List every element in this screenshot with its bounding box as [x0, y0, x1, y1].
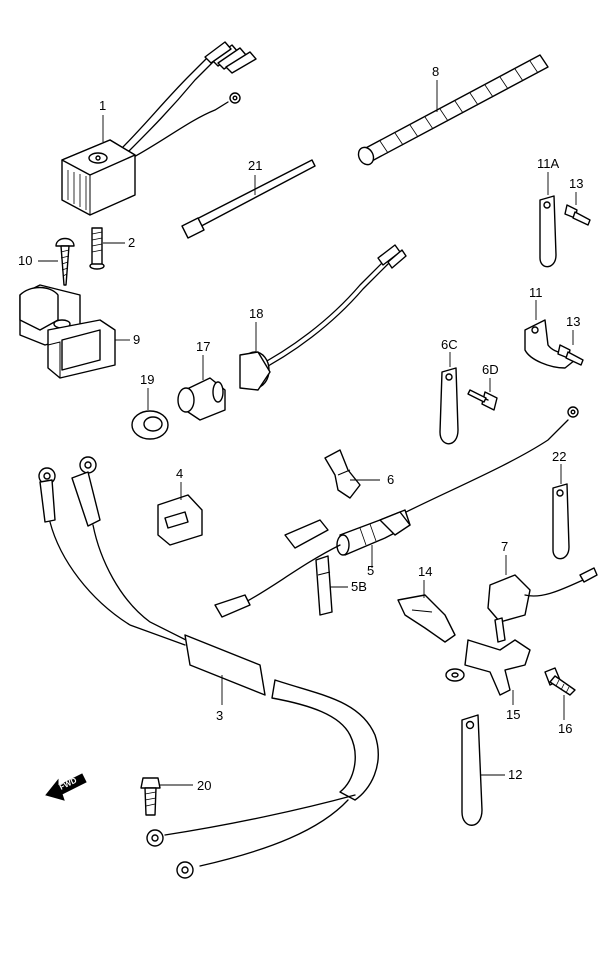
callout-4: 4 — [176, 466, 183, 481]
forward-arrow-icon: FWD — [45, 773, 87, 801]
callout-15: 15 — [506, 707, 520, 722]
battery-cable-3[interactable] — [38, 456, 379, 879]
bracket-15[interactable] — [445, 639, 531, 696]
callout-21: 21 — [248, 158, 262, 173]
callout-16: 16 — [558, 721, 572, 736]
connector-assembly-5[interactable] — [214, 406, 579, 618]
screw-10[interactable] — [55, 237, 75, 286]
bolt-20[interactable] — [140, 777, 161, 816]
regulator-part[interactable] — [61, 41, 257, 216]
switch-7[interactable] — [487, 567, 598, 643]
wire-harness-18[interactable] — [239, 244, 407, 391]
callout-11: 11 — [529, 285, 543, 300]
callout-17: 17 — [196, 339, 210, 354]
callout-13-lower: 13 — [566, 314, 580, 329]
callout-5: 5 — [367, 563, 374, 578]
callout-8: 8 — [432, 64, 439, 79]
callout-9: 9 — [133, 332, 140, 347]
screw-13-lower[interactable] — [557, 344, 584, 366]
screw-6d[interactable] — [467, 389, 498, 411]
bolt-2[interactable] — [89, 227, 105, 270]
spiral-tube-8[interactable] — [356, 54, 549, 167]
holder-14[interactable] — [397, 594, 456, 643]
clamp-22[interactable] — [552, 483, 570, 560]
cable-tie-21[interactable] — [181, 159, 316, 239]
callout-14: 14 — [418, 564, 432, 579]
callout-6: 6 — [387, 472, 394, 487]
callout-6c: 6C — [441, 337, 458, 352]
clamp-12[interactable] — [461, 714, 483, 826]
callout-2: 2 — [128, 235, 135, 250]
socket-17[interactable] — [177, 377, 226, 421]
callout-12: 12 — [508, 767, 522, 782]
bracket-9[interactable] — [19, 284, 116, 379]
callout-1: 1 — [99, 98, 106, 113]
callout-18: 18 — [249, 306, 263, 321]
callout-6d: 6D — [482, 362, 499, 377]
callout-7: 7 — [501, 539, 508, 554]
clamp-11a[interactable] — [539, 195, 557, 268]
callout-20: 20 — [197, 778, 211, 793]
clip-6[interactable] — [324, 449, 361, 499]
clip-5b[interactable] — [315, 555, 333, 616]
callout-13-upper: 13 — [569, 176, 583, 191]
callout-10: 10 — [18, 253, 32, 268]
callout-5b: 5B — [351, 579, 367, 594]
grommet-4[interactable] — [157, 494, 203, 546]
callout-22: 22 — [552, 449, 566, 464]
callout-11a: 11A — [537, 156, 559, 171]
grommet-19[interactable] — [131, 410, 169, 440]
clamp-6c[interactable] — [439, 367, 459, 445]
callout-3: 3 — [216, 708, 223, 723]
callout-19: 19 — [140, 372, 154, 387]
screw-13-upper[interactable] — [564, 204, 591, 226]
bolt-16[interactable] — [544, 667, 576, 696]
